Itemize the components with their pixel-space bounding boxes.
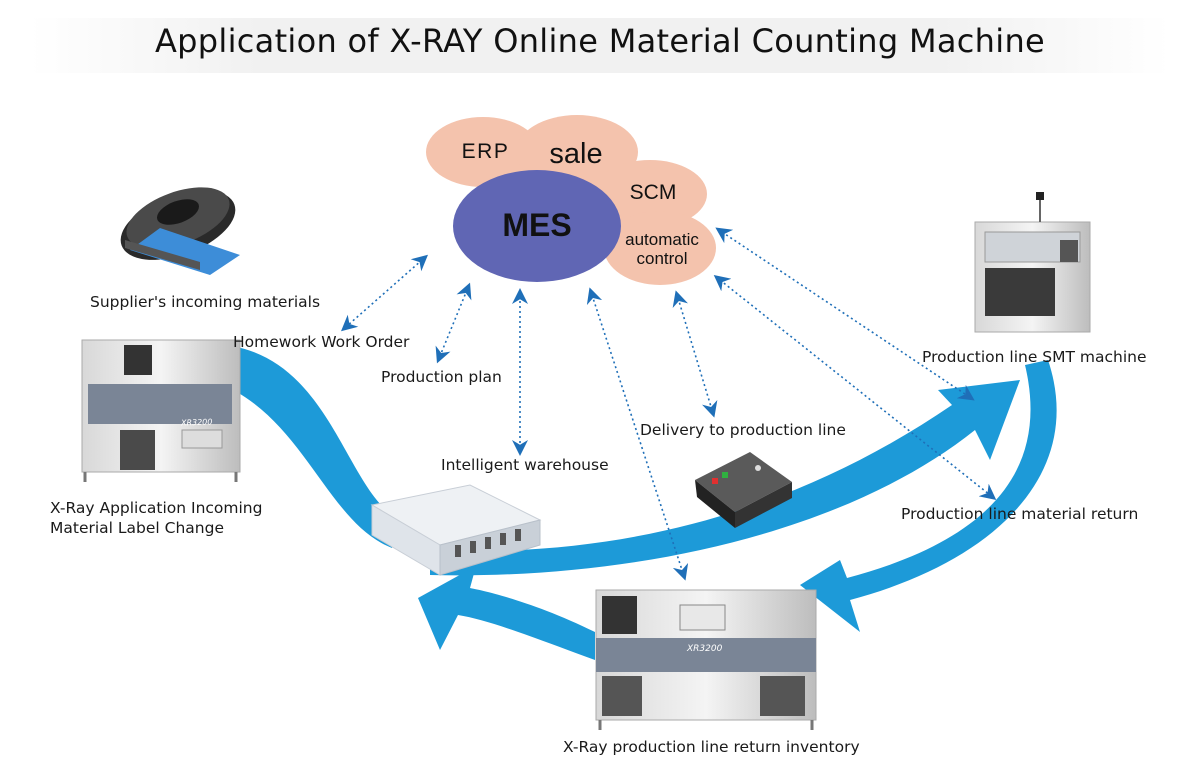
production-plan-label: Production plan [381,368,502,386]
erp-bubble [426,117,540,187]
link-smt [715,227,975,401]
warehouse-image [370,484,542,576]
supplier-label: Supplier's incoming materials [90,293,321,311]
automatic-control-bubble [604,211,716,285]
delivery-label: Delivery to production line [640,421,846,439]
link-production-plan [435,282,472,364]
automatic-control-label: automatic control [625,230,699,268]
feeder-controller-image [695,452,792,528]
link-return-inventory [586,287,689,581]
link-homework-order [340,254,429,332]
flow-arrow-return-to-warehouse [418,566,595,660]
scm-bubble [593,160,707,228]
return-inventory-machine-image [595,589,817,730]
smt-machine-image [974,192,1091,333]
label-change-model-label: XR3200 [180,417,213,428]
mes-label: MES [502,207,572,243]
material-return-label: Production line material return [901,505,1139,523]
return-machine-model-label: XR3200 [687,644,723,654]
title-band [0,0,1200,78]
scm-label: SCM [629,181,677,204]
return-inventory-label: X-Ray production line return inventory [563,738,860,756]
page-title: Application of X-RAY Online Material Cou… [154,22,1046,60]
sale-label: sale [549,138,603,170]
warehouse-label: Intelligent warehouse [441,456,609,474]
material-reel-image [120,187,240,275]
homework-order-label: Homework Work Order [233,333,410,351]
title-band-shape [30,18,1170,73]
label-change-label: X-Ray Application Incoming Material Labe… [50,499,263,537]
smt-machine-label: Production line SMT machine [922,348,1147,366]
flow-arrow-label-to-warehouse [190,344,400,548]
label-change-machine-image [81,339,241,482]
flow-arrow-smt-to-return [800,360,1057,632]
mes-bubble [453,170,621,282]
erp-label: ERP [461,140,510,163]
link-delivery [672,290,718,418]
